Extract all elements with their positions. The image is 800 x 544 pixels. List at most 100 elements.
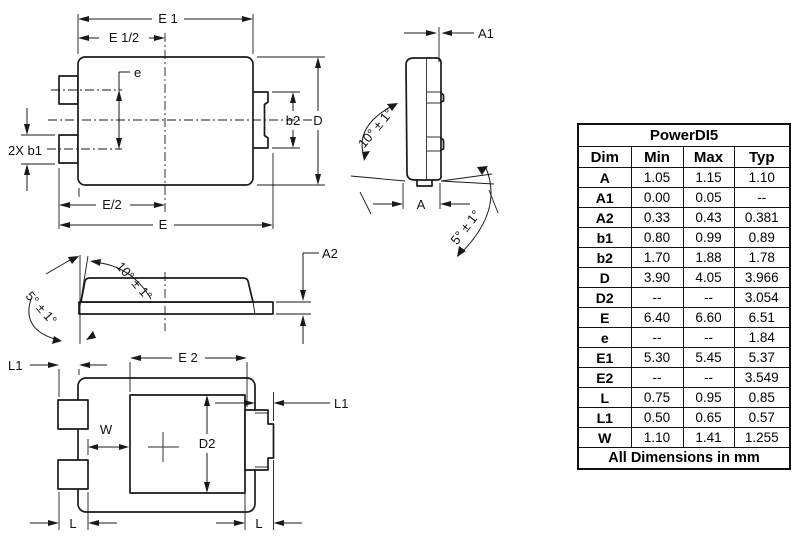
dim-label-a1: A1	[478, 26, 494, 41]
dim-label-e-half: E/2	[102, 197, 122, 212]
value-cell: 3.90	[630, 267, 684, 288]
value-cell: 6.60	[682, 307, 735, 328]
end-view-lead-bump1	[440, 92, 445, 103]
dim-label-l-left: L	[69, 516, 76, 531]
dim-label-l-right: L	[255, 516, 262, 531]
value-cell: --	[630, 367, 684, 388]
col-header-dim: Dim	[577, 146, 632, 168]
angle-label-5deg-side: 5° ± 1°	[23, 288, 60, 327]
value-cell: 5.37	[733, 347, 791, 368]
value-cell: 0.89	[733, 227, 791, 248]
col-header-max: Max	[682, 146, 735, 168]
dim-label-e1-half: E 1/2	[109, 30, 139, 45]
table-footer: All Dimensions in mm	[577, 447, 791, 470]
dim-cell: E1	[577, 347, 632, 368]
value-cell: 0.95	[682, 387, 735, 408]
angle-label-10deg-end: 10° ± 1°	[355, 105, 396, 150]
dim-label-e2: E 2	[178, 350, 198, 365]
table-footer-row: All Dimensions in mm	[577, 447, 791, 470]
dim-cell: L1	[577, 407, 632, 428]
dim-label-b2: b2	[286, 113, 300, 128]
dim-label-e1: E 1	[158, 11, 178, 26]
value-cell: --	[682, 327, 735, 348]
dim-label-a2: A2	[322, 246, 338, 261]
value-cell: 1.88	[682, 247, 735, 268]
dim-cell: A2	[577, 207, 632, 228]
dim-label-l1-right: L1	[334, 396, 348, 411]
dim-label-w: W	[100, 422, 113, 437]
top-view-body	[77, 56, 254, 186]
dim-label-b1: 2X b1	[8, 143, 42, 158]
value-cell: 0.33	[630, 207, 684, 228]
value-cell: 1.78	[733, 247, 791, 268]
dim-label-l1-left: L1	[8, 358, 22, 373]
value-cell: 0.05	[682, 187, 735, 208]
dim-cell: D2	[577, 287, 632, 308]
value-cell: 6.40	[630, 307, 684, 328]
value-cell: 5.45	[682, 347, 735, 368]
dim-cell: e	[577, 327, 632, 348]
value-cell: 1.15	[682, 167, 735, 188]
value-cell: 3.966	[733, 267, 791, 288]
end-view-foot	[416, 179, 433, 187]
value-cell: 0.65	[682, 407, 735, 428]
bottom-view-pad2	[57, 459, 89, 490]
end-view-lead-bump2	[440, 137, 445, 151]
value-cell: --	[682, 367, 735, 388]
dim-cell: D	[577, 267, 632, 288]
value-cell: 1.05	[630, 167, 684, 188]
col-header-typ: Typ	[733, 146, 791, 168]
bottom-view-tab	[244, 409, 275, 471]
dim-cell: b1	[577, 227, 632, 248]
value-cell: 3.549	[733, 367, 791, 388]
value-cell: 4.05	[682, 267, 735, 288]
table-row: D2----3.054	[577, 287, 791, 308]
dim-cell: A	[577, 167, 632, 188]
table-row: E2----3.549	[577, 367, 791, 388]
angle-label-5deg-end: 5° ± 1°	[447, 207, 483, 247]
value-cell: 0.50	[630, 407, 684, 428]
value-cell: 0.99	[682, 227, 735, 248]
table-title: PowerDI5	[577, 123, 791, 147]
value-cell: 0.381	[733, 207, 791, 228]
dim-cell: E	[577, 307, 632, 328]
table-row: e----1.84	[577, 327, 791, 348]
dim-label-e-full: E	[159, 217, 168, 232]
value-cell: 1.10	[630, 427, 684, 448]
value-cell: 1.84	[733, 327, 791, 348]
end-view-leadframe	[426, 57, 442, 181]
value-cell: 0.80	[630, 227, 684, 248]
value-cell: --	[630, 287, 684, 308]
value-cell: --	[630, 327, 684, 348]
dim-cell: E2	[577, 367, 632, 388]
value-cell: 0.57	[733, 407, 791, 428]
value-cell: 1.70	[630, 247, 684, 268]
value-cell: --	[682, 287, 735, 308]
dim-cell: A1	[577, 187, 632, 208]
view-side: 10° ± 1° 5° ± 1° A2	[23, 246, 338, 344]
value-cell: 1.10	[733, 167, 791, 188]
value-cell: 3.054	[733, 287, 791, 308]
view-top: E 1 E 1/2 e 2X b1 b2 D	[8, 11, 325, 232]
value-cell: --	[733, 187, 791, 208]
dim-label-e: e	[134, 65, 141, 80]
value-cell: 5.30	[630, 347, 684, 368]
dim-label-a: A	[417, 197, 426, 212]
view-bottom: E 2 L1 L1 W D2 L	[8, 350, 348, 531]
bottom-view-center-pad	[129, 394, 246, 494]
dim-label-d2: D2	[199, 436, 216, 451]
table-header-row: Dim Min Max Typ	[577, 146, 791, 168]
table-title-row: PowerDI5	[577, 123, 791, 147]
